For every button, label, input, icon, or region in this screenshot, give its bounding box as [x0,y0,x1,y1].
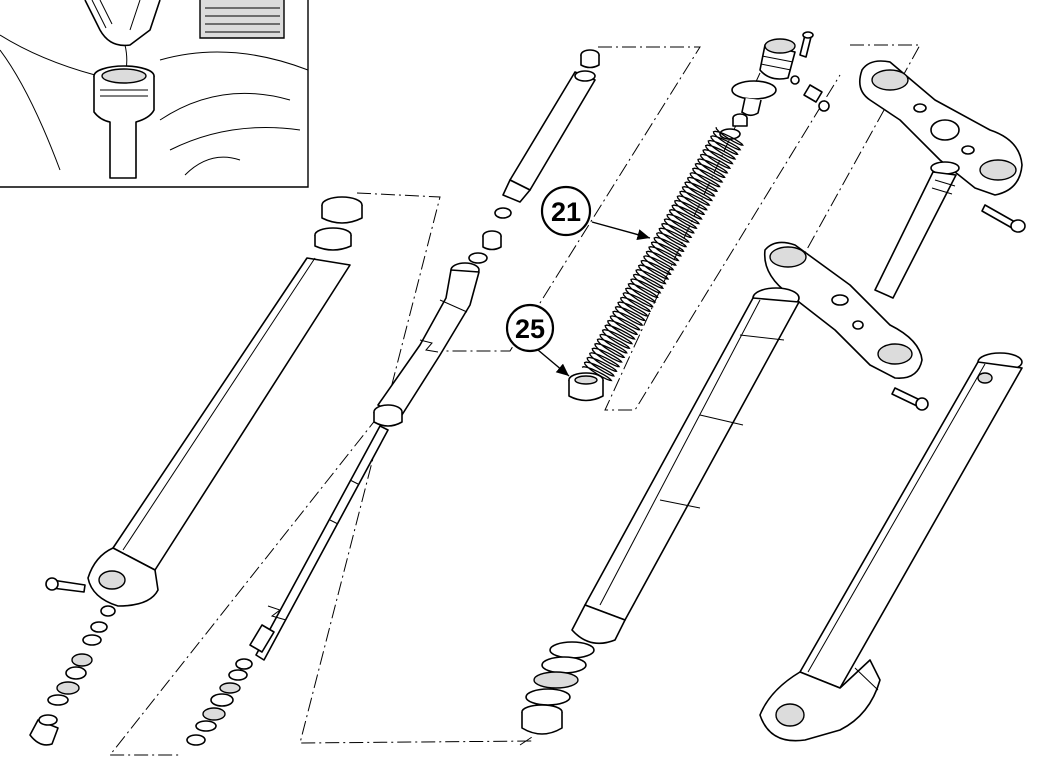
lower-triple-clamp-with-stem [763,161,960,411]
oil-seal-set [29,605,116,746]
outer-fork-tube-right [759,352,1023,742]
callout-25: 25 [505,303,570,377]
inner-fork-tube [521,287,800,735]
outer-fork-tube-left [45,196,363,607]
callout-21: 21 [540,185,651,241]
callout-25-label: 25 [515,314,545,344]
damper-rod-assembly [186,49,600,746]
spring-spacer [568,372,604,402]
alignment-lines [108,44,921,756]
callout-21-label: 21 [551,197,581,227]
fork-spring [581,127,744,382]
inset-oil-filling-view [0,0,309,188]
fork-cap-bolt [719,31,830,140]
upper-triple-clamp [859,60,1026,233]
